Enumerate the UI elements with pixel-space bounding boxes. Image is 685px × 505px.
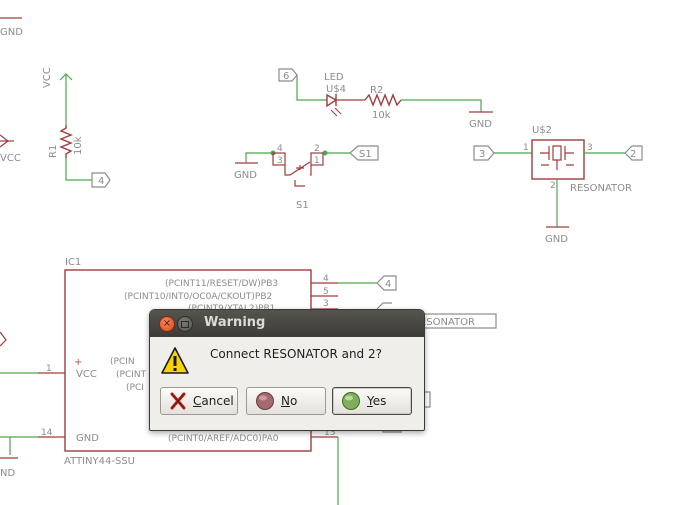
no-label: o: [289, 394, 298, 408]
warning-dialog: × Warning Connect RESONATOR and 2? Cance…: [149, 309, 425, 431]
cancel-button[interactable]: Cancel: [160, 387, 238, 415]
net-flag-4-right: [376, 275, 397, 291]
dialog-message: Connect RESONATOR and 2?: [210, 347, 382, 361]
gnd-label-top-left: GND: [0, 27, 23, 38]
gnd-resonator-label: GND: [545, 234, 568, 245]
no-circle-icon: [256, 392, 274, 410]
ic1-ref: IC1: [65, 257, 81, 268]
yes-circle-icon: [342, 392, 360, 410]
res-pin1: 1: [523, 143, 529, 153]
ic-pin3-num: 3: [323, 299, 329, 309]
r2-resistor: [364, 93, 402, 107]
led-name: LED: [324, 72, 344, 83]
r1-wire: [65, 158, 92, 181]
s1-net-label: S1: [359, 149, 372, 160]
yes-mnemonic: Y: [367, 394, 373, 408]
r1-name: R1: [48, 145, 59, 158]
ic-pin4-num: 4: [323, 274, 329, 284]
dialog-title: Warning: [204, 315, 266, 330]
gnd-bottom-left: ND: [0, 468, 15, 479]
resonator-label: RESONATOR: [570, 183, 632, 194]
ic-gnd-pin: GND: [76, 433, 99, 444]
net-6-label: 6: [283, 71, 289, 82]
r1-value: 10k: [73, 136, 84, 155]
dialog-titlebar[interactable]: × Warning: [150, 310, 424, 337]
ic-vcc-pin: VCC: [76, 369, 97, 380]
ic-left-frag1: (PCIN: [110, 357, 135, 367]
vcc-left-label: VCC: [0, 153, 21, 164]
s1-name: S1: [296, 200, 309, 211]
net-flag-s1: [349, 145, 379, 161]
vcc-wire: [59, 73, 73, 125]
close-window-button[interactable]: ×: [159, 316, 175, 332]
ic-pin-pa0: (PCINT0/AREF/ADC0)PA0: [168, 434, 279, 444]
led-ref: U$4: [326, 84, 346, 95]
res-pin2: 2: [550, 181, 556, 191]
vcc-vertical-label: VCC: [42, 67, 53, 88]
maximize-window-button[interactable]: [177, 316, 193, 332]
ic-pin13-num: 13: [324, 428, 335, 438]
ic-pin-pb3: (PCINT11/RESET/DW)PB3: [165, 279, 278, 289]
switch-s1: [284, 161, 312, 187]
resonator-net-right: RESONATOR: [413, 317, 475, 328]
cancel-mnemonic: C: [193, 394, 202, 408]
yes-label: es: [372, 394, 387, 408]
resonator-body: [531, 139, 585, 180]
switch-pin2: 2: [314, 144, 320, 154]
ic-pin14-num: 14: [41, 428, 53, 438]
cancel-x-icon: [170, 392, 186, 410]
res-pin3: 3: [587, 143, 593, 153]
gnd-led-label: GND: [469, 119, 492, 130]
net-flag-3: [473, 145, 495, 161]
u2-ref: U$2: [532, 125, 552, 136]
net-flag-2: [624, 145, 643, 161]
ic-part-name: ATTINY44-SSU: [64, 456, 135, 467]
switch-pin3: 3: [277, 156, 283, 166]
net-flag-6: [278, 68, 298, 82]
maximize-icon: [181, 320, 189, 328]
switch-pin1: 1: [314, 156, 320, 166]
switch-pin4: 4: [277, 144, 283, 154]
net-4-right-label: 4: [385, 279, 391, 290]
plus-sign: +: [74, 357, 82, 368]
ic-pin5-num: 5: [323, 287, 329, 297]
no-button[interactable]: No: [246, 387, 326, 415]
ic-left-frag2: (PCINT: [116, 370, 147, 380]
yes-button[interactable]: Yes: [332, 387, 412, 415]
net-4-left-label: 4: [98, 176, 104, 187]
ic-left-frag3: (PCI: [126, 383, 144, 393]
gnd-switch-label: GND: [234, 170, 257, 181]
r2-name: R2: [370, 85, 383, 96]
no-mnemonic: N: [281, 394, 290, 408]
cancel-label: ancel: [201, 394, 234, 408]
led-diode: [326, 93, 338, 108]
close-icon: ×: [162, 318, 172, 329]
net-3-label: 3: [479, 149, 485, 160]
r2-value: 10k: [372, 110, 391, 121]
net-2-label: 2: [630, 149, 636, 160]
warning-icon: [161, 347, 189, 374]
ic-pin1-num: 1: [46, 364, 52, 374]
ic-pin-pb2: (PCINT10/INT0/OC0A/CKOUT)PB2: [124, 292, 272, 302]
r1-resistor: [59, 125, 73, 158]
net-flag-4-left: [91, 172, 111, 188]
